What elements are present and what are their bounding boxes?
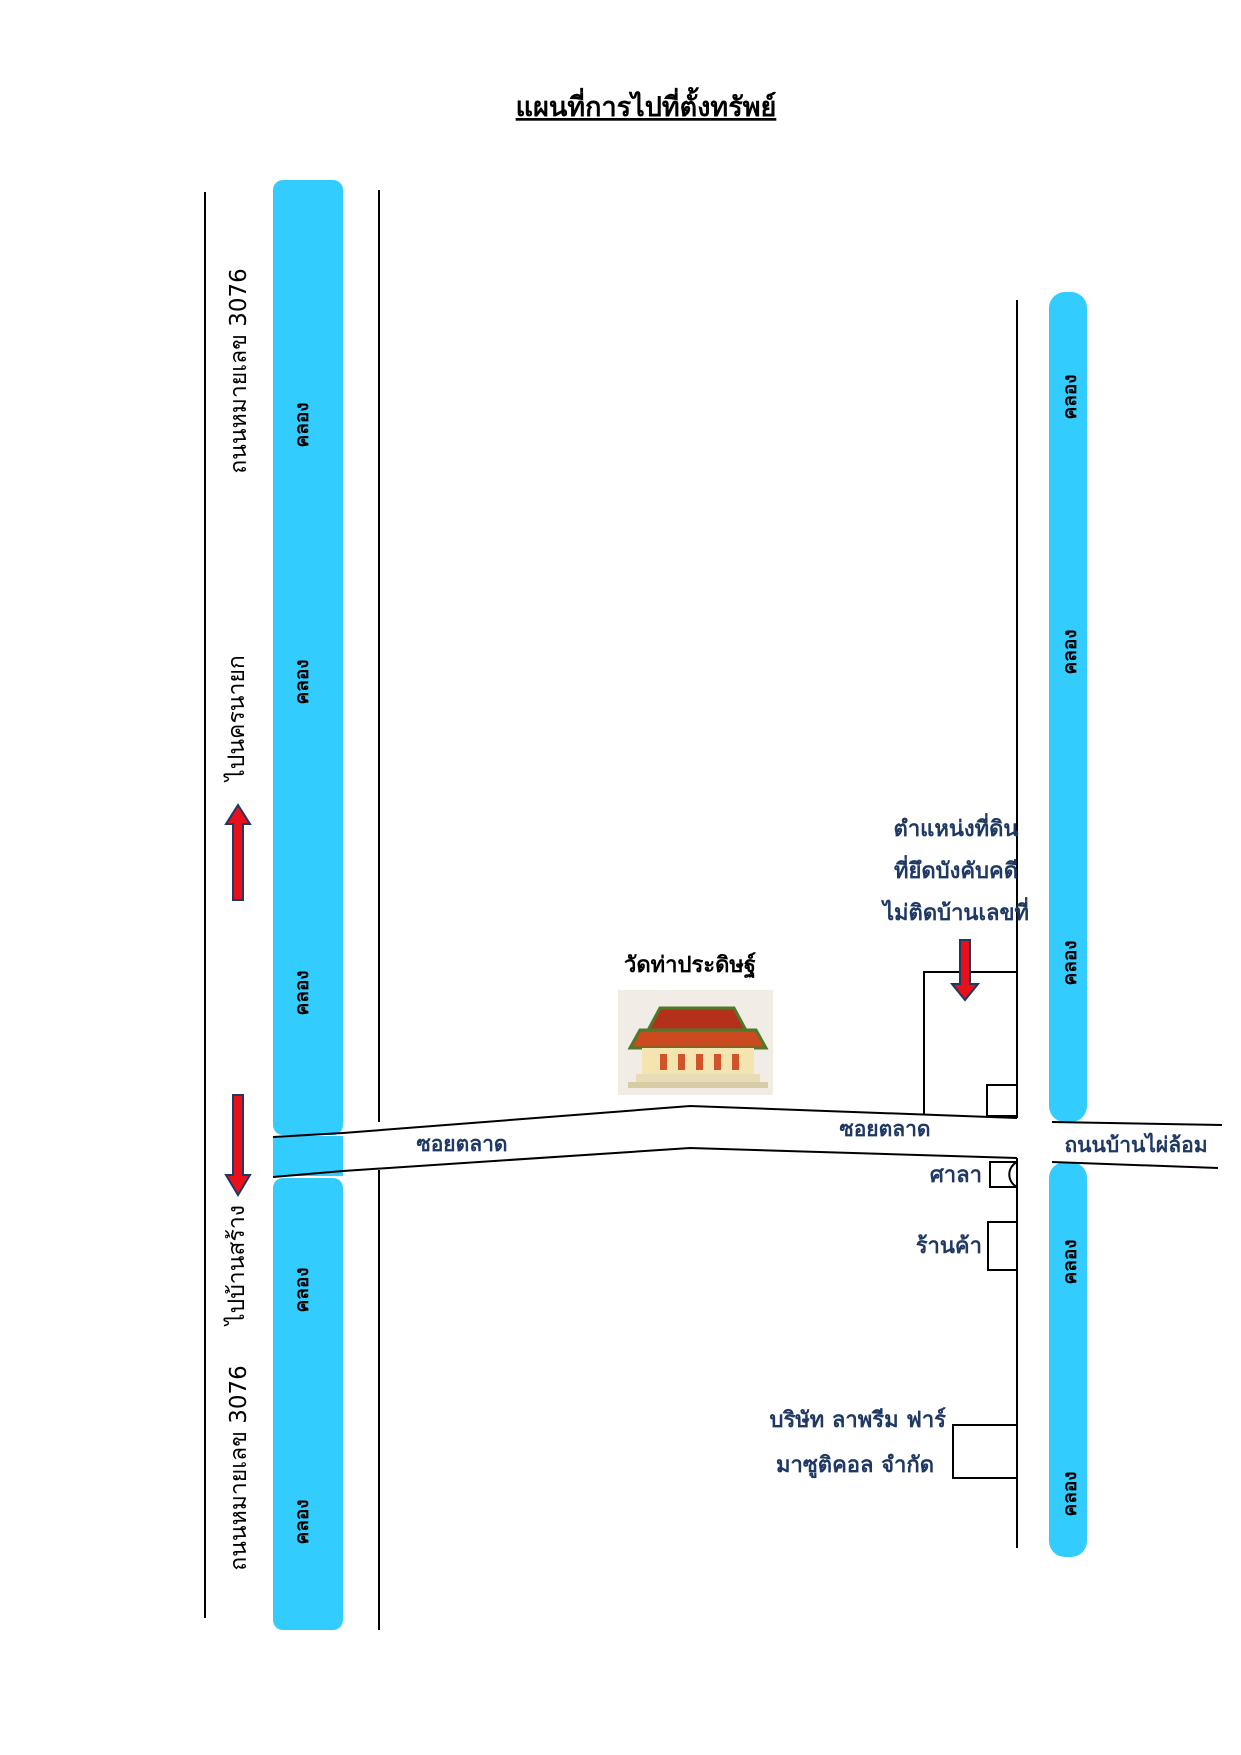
thai-temple-icon: [618, 990, 773, 1095]
right-canal-upper: [1049, 292, 1087, 1122]
sala-building: [989, 1161, 1018, 1188]
road-lines: [204, 190, 1223, 1630]
direction-label-south: ไปบ้านสร้าง: [223, 1205, 250, 1327]
canal-label: คลอง: [1059, 1239, 1081, 1284]
map-title: แผนที่การไปที่ตั้งทรัพย์: [516, 86, 777, 123]
direction-label-north: ไปนครนายก: [223, 655, 250, 783]
shop-label: ร้านค้า: [916, 1234, 982, 1259]
canal-label: คลอง: [291, 659, 313, 704]
arrow-down-icon: [224, 1094, 252, 1197]
canal-label: คลอง: [291, 402, 313, 447]
ban-phai-lom-lower-edge: [1051, 1161, 1219, 1169]
right-canal-lower: [1049, 1162, 1087, 1557]
left-canal-upper: [273, 180, 343, 1135]
company-label-line2: มาซูติคอล จำกัด: [776, 1453, 934, 1479]
company-label-line1: บริษัท ลาพรีม ฟาร์: [769, 1407, 946, 1433]
canal-label: คลอง: [291, 1499, 313, 1544]
canal-label: คลอง: [1059, 374, 1081, 419]
property-small-building: [986, 1084, 1018, 1117]
soi-talat-label-right: ซอยตลาด: [839, 1117, 930, 1141]
soi-talat-label-left: ซอยตลาด: [416, 1132, 507, 1156]
company-building: [952, 1424, 1018, 1479]
property-parcel: [923, 971, 1017, 1114]
left-canal-under-soi: [273, 1136, 343, 1176]
arrow-up-icon: [224, 803, 252, 901]
canal-label: คลอง: [1059, 1471, 1081, 1516]
temple-label: วัดท่าประดิษฐ์: [624, 952, 756, 979]
highway-label-lower: ถนนหมายเลข 3076: [226, 1365, 252, 1571]
right-canal: [1049, 292, 1087, 1557]
shop-building: [987, 1221, 1018, 1271]
soi-talat-upper-edge: [272, 1104, 1018, 1138]
soi-talat-lower-edge: [272, 1146, 1018, 1178]
canal-label: คลอง: [1059, 940, 1081, 985]
property-label-line2: ที่ยึดบังคับคดี: [894, 854, 1018, 884]
property-arrow-icon: [949, 939, 981, 1002]
property-label-line3: ไม่ติดบ้านเลขที่: [881, 896, 1029, 926]
highway-label-upper: ถนนหมายเลข 3076: [226, 268, 252, 474]
left-canal-lower: [273, 1178, 343, 1630]
left-canal: [273, 180, 343, 1630]
ban-phai-lom-label: ถนนบ้านไผ่ล้อม: [1064, 1132, 1207, 1157]
sala-label: ศาลา: [930, 1163, 982, 1188]
ban-phai-lom-upper-edge: [1051, 1121, 1223, 1126]
canal-label: คลอง: [291, 970, 313, 1015]
property-label-line1: ตำแหน่งที่ดิน: [894, 812, 1019, 842]
canal-label: คลอง: [291, 1267, 313, 1312]
canal-label: คลอง: [1059, 629, 1081, 674]
